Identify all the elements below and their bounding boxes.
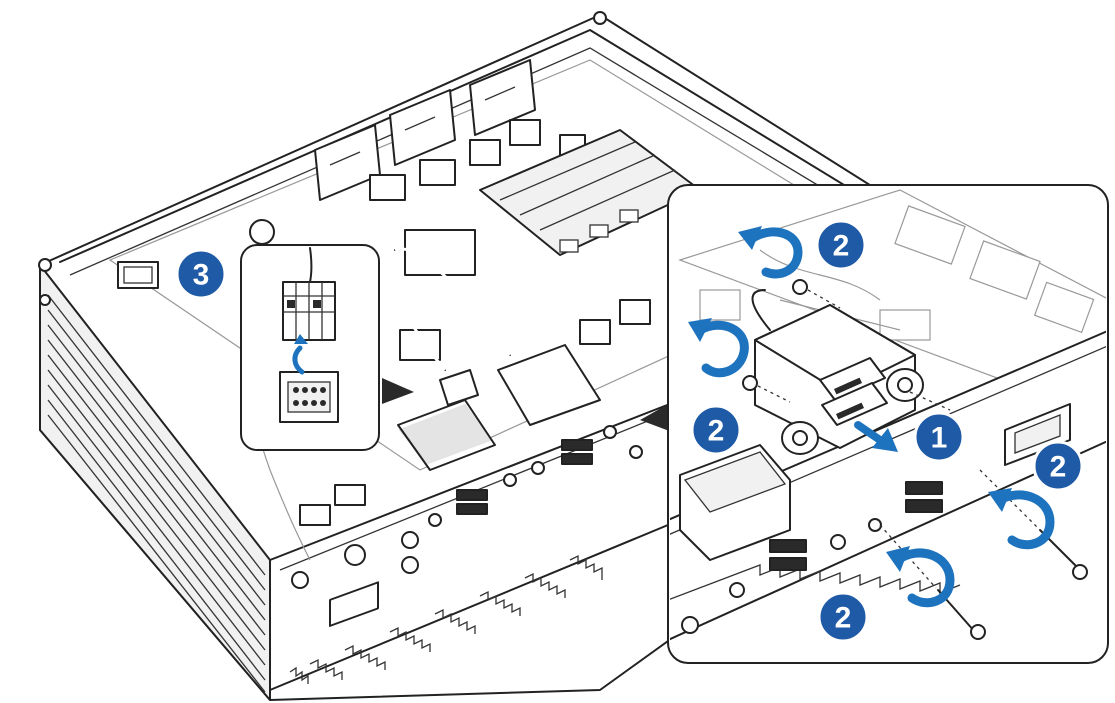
front-ports — [291, 425, 643, 627]
step-badge-2-bottom: 2 — [817, 591, 869, 643]
step-badge-2-left: 2 — [690, 404, 742, 456]
pull-direction-arrow-icon — [854, 421, 898, 452]
step-badge-3: 3 — [175, 248, 227, 300]
svg-text:2: 2 — [833, 230, 850, 263]
screws — [742, 279, 1088, 640]
svg-text:2: 2 — [1050, 451, 1067, 484]
pointer-triangle-icon — [382, 378, 414, 404]
svg-text:1: 1 — [931, 422, 948, 455]
step-badge-1: 1 — [913, 411, 965, 463]
svg-text:3: 3 — [193, 259, 210, 292]
rotate-counterclockwise-arrow-icon — [688, 318, 749, 378]
usb-port-module — [751, 289, 924, 455]
rotate-counterclockwise-arrow-icon — [738, 226, 803, 279]
vent-teeth — [289, 554, 603, 684]
rotate-counterclockwise-arrow-icon — [988, 488, 1055, 549]
pointer-triangle-icon — [640, 402, 672, 432]
step-badge-2-right: 2 — [1032, 440, 1084, 492]
usb-cable — [392, 247, 601, 471]
svg-text:2: 2 — [708, 415, 725, 448]
header-connector-inset — [240, 244, 380, 451]
step-badge-2-top: 2 — [815, 219, 867, 271]
insert-arrow-icon — [292, 334, 308, 375]
rotate-counterclockwise-arrow-icon — [886, 546, 955, 607]
front-port-inset — [667, 184, 1109, 664]
cooling-fins — [47, 294, 266, 693]
svg-text:2: 2 — [835, 602, 852, 635]
